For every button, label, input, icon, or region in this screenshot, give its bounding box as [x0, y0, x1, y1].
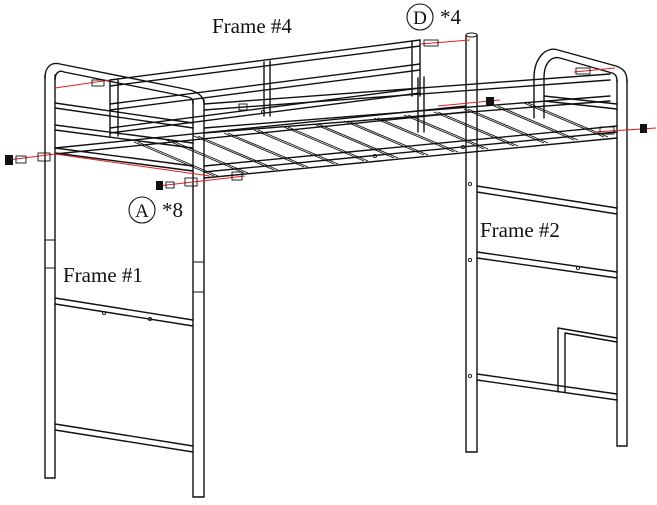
bolt-icon: [5, 39, 647, 190]
frame-4: [109, 39, 421, 137]
callout-d-qty: *4: [440, 5, 462, 29]
callout-d: D *4: [406, 3, 462, 31]
callout-a: A *8: [128, 196, 183, 224]
frame-2: [465, 32, 628, 453]
callout-d-letter: D: [413, 8, 427, 29]
frame-2-label: Frame #2: [480, 218, 560, 242]
frame-1-label: Frame #1: [63, 263, 143, 287]
callout-a-qty: *8: [162, 198, 183, 222]
callout-a-letter: A: [135, 201, 149, 222]
frame-4-label: Frame #4: [212, 14, 292, 38]
bolts: [5, 39, 657, 190]
bed-deck: [54, 73, 618, 179]
